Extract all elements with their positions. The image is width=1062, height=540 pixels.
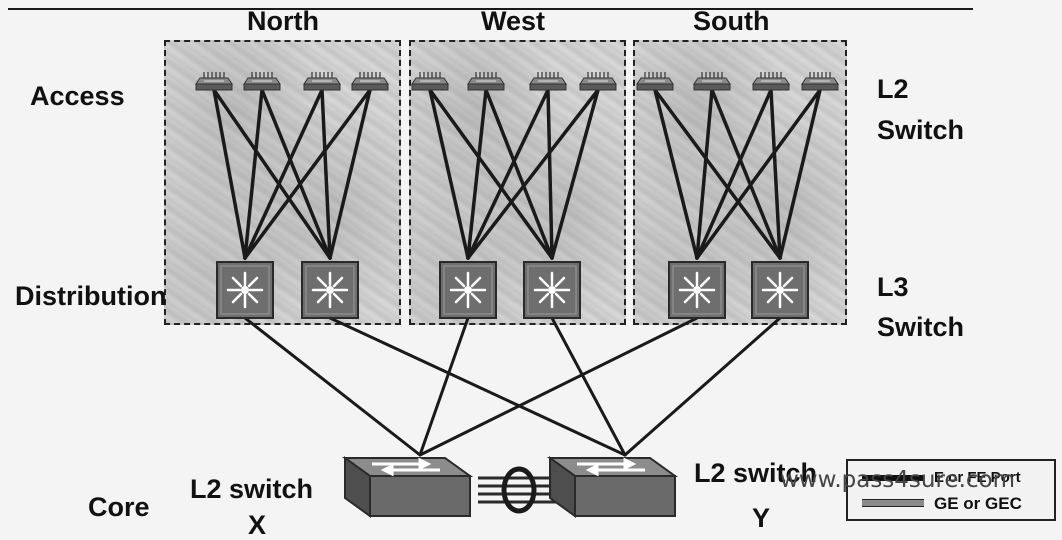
link <box>550 88 600 260</box>
core-layer-label: Core <box>88 492 150 522</box>
link <box>212 88 247 260</box>
link <box>243 88 264 260</box>
link <box>695 88 822 260</box>
core-switch-x-label-line2: X <box>248 510 267 540</box>
access-switch-icon <box>529 71 567 91</box>
region-title-north: North <box>247 6 319 36</box>
link <box>428 88 554 260</box>
core-switch-y-label-line2: Y <box>752 503 771 533</box>
link <box>260 88 332 260</box>
legend-swatch-fe <box>862 475 924 481</box>
core-switch-x-label-line1: L2 switch <box>190 474 314 504</box>
access-switch-icon <box>752 71 790 91</box>
access-switch-icon <box>801 71 839 91</box>
link <box>466 88 600 260</box>
l3-switch-label-line2: Switch <box>877 312 965 342</box>
distribution-layer <box>215 260 810 320</box>
l3-switch-icon <box>522 260 582 320</box>
access-switch-icon <box>303 71 341 91</box>
link <box>418 316 699 457</box>
access-switch-icon <box>243 71 281 91</box>
l2-switch-label-line1: L2 <box>877 74 909 104</box>
l3-switch-icon <box>667 260 727 320</box>
core-switch-y-icon <box>548 456 677 518</box>
legend-item-ge: GE or GEC <box>934 494 1022 513</box>
region-title-west: West <box>481 6 546 36</box>
access-switch-icon <box>351 71 389 91</box>
link <box>778 88 822 260</box>
access-switch-icon <box>195 71 233 91</box>
access-layer <box>195 71 839 91</box>
l3-switch-icon <box>215 260 275 320</box>
region-title-south: South <box>693 6 770 36</box>
l2-switch-label-line2: Switch <box>877 115 965 145</box>
l3-switch-icon <box>300 260 360 320</box>
link <box>653 88 782 260</box>
etherchannel-icon <box>501 466 537 514</box>
link <box>653 88 699 260</box>
legend-swatch-ge <box>862 499 924 507</box>
top-rule <box>8 8 973 10</box>
link <box>623 316 782 457</box>
link <box>243 88 324 260</box>
link <box>328 88 372 260</box>
link <box>320 88 332 260</box>
link <box>710 88 782 260</box>
link <box>212 88 332 260</box>
core-switch-y-label-line1: L2 switch <box>694 458 818 488</box>
access-layer-label: Access <box>30 81 125 111</box>
access-switch-icon <box>411 71 449 91</box>
link <box>550 316 627 457</box>
link <box>243 88 372 260</box>
access-switch-icon <box>636 71 674 91</box>
link <box>466 88 550 260</box>
link <box>428 88 470 260</box>
link <box>466 88 488 260</box>
link <box>695 88 714 260</box>
link <box>695 88 773 260</box>
core-switch-x-icon <box>343 456 472 518</box>
distribution-layer-label: Distribution <box>15 281 167 311</box>
legend: E or FE Port GE or GEC <box>846 459 1056 521</box>
access-switch-icon <box>467 71 505 91</box>
link <box>546 88 554 260</box>
l3-switch-label-line1: L3 <box>877 272 909 302</box>
l3-switch-icon <box>750 260 810 320</box>
core-layer <box>343 456 677 518</box>
link <box>484 88 554 260</box>
legend-item-fe: E or FE Port <box>934 469 1021 486</box>
link <box>418 316 470 457</box>
access-switch-icon <box>579 71 617 91</box>
link <box>243 316 422 457</box>
link <box>328 316 627 457</box>
l3-switch-icon <box>438 260 498 320</box>
link <box>769 88 782 260</box>
links-layer <box>212 88 822 457</box>
watermark: www.pass4sure.com <box>780 467 1016 493</box>
access-switch-icon <box>693 71 731 91</box>
